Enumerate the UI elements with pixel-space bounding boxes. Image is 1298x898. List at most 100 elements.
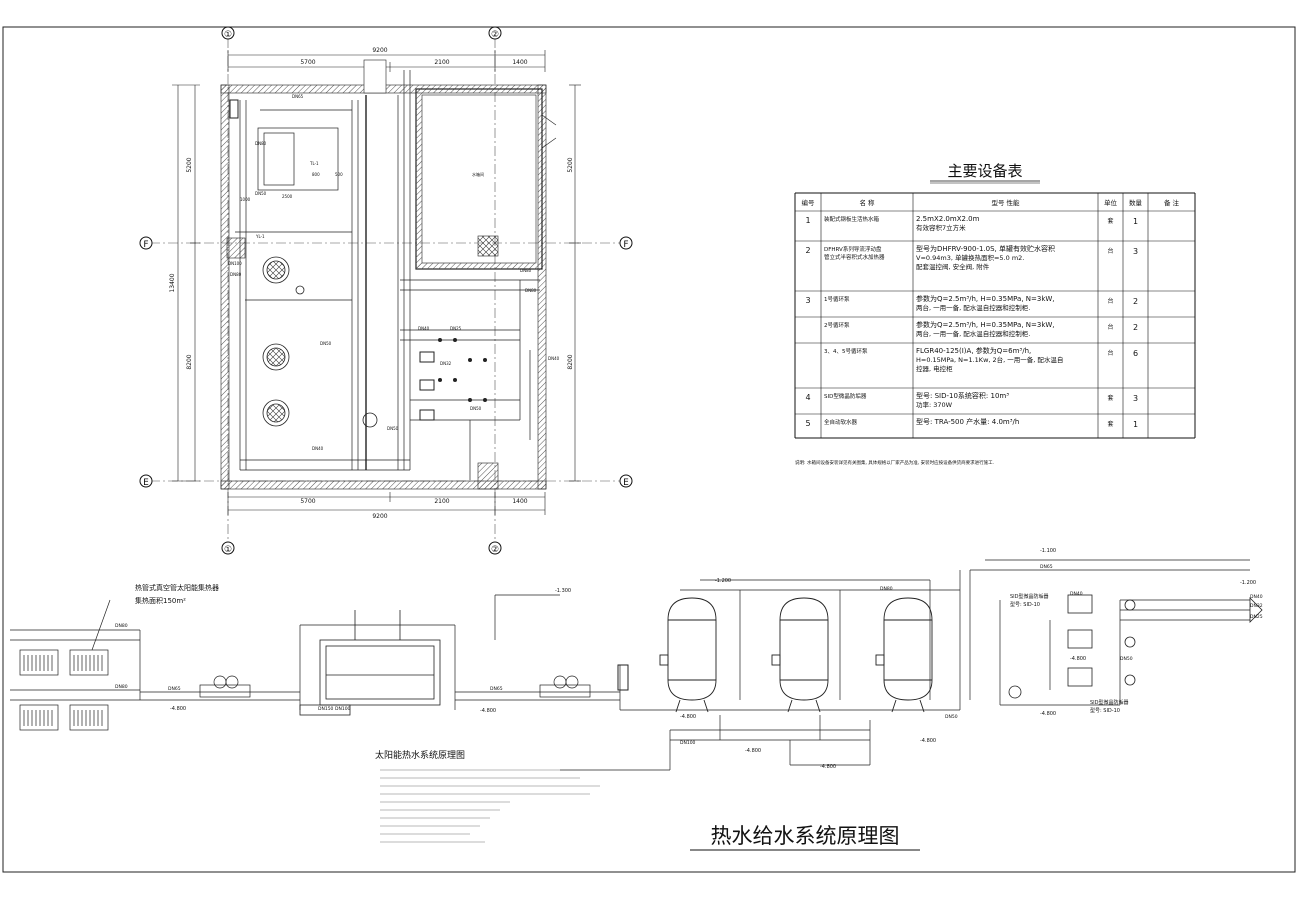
sid-label-1: SID型微晶防垢器: [1010, 593, 1049, 600]
tank-room-label: 水箱间: [472, 171, 484, 177]
svg-text:-4.800: -4.800: [170, 706, 186, 712]
svg-text:DN50: DN50: [387, 426, 399, 431]
svg-text:-4.800: -4.800: [480, 708, 496, 714]
table-row-spec: 参数为Q=2.5m³/h, H=0.35MPa, N=3kW,: [916, 320, 1055, 329]
svg-text:DN80: DN80: [255, 141, 267, 146]
plan-walls: [220, 59, 547, 490]
table-row-name: 装配式钢板生活热水箱: [824, 215, 880, 223]
svg-text:-1.100: -1.100: [1040, 548, 1056, 554]
plan-piping: [235, 70, 540, 480]
dim-top-3: 1400: [512, 59, 527, 66]
table-row-spec: 有效容积7立方米: [916, 223, 966, 232]
axis-bubble-1-bottom: ①: [221, 541, 235, 555]
dim-right-1: 5200: [567, 157, 574, 172]
table-row-no: 1: [805, 216, 810, 225]
table-row-spec: 型号: TRA-500 产水量: 4.0m³/h: [916, 417, 1019, 426]
table-row-spec: H=0.15MPa, N=1.1Kw, 2台, 一用一备, 配水温自: [916, 355, 1063, 364]
table-row-unit: 套: [1107, 394, 1113, 402]
svg-text:E: E: [623, 478, 629, 488]
svg-text:DN50: DN50: [1120, 656, 1133, 662]
svg-text:②: ②: [491, 30, 499, 40]
table-row-unit: 台: [1107, 247, 1113, 255]
svg-text:-1.300: -1.300: [555, 588, 571, 594]
softener-unit: [617, 664, 629, 691]
svg-text:E: E: [143, 478, 149, 488]
table-row-spec: V=0.94m3, 单罐换热面积=5.0 m2.: [916, 253, 1024, 262]
plan-valves: [229, 99, 487, 421]
dim-left-2: 8200: [186, 354, 193, 369]
dim-bottom-3: 1400: [512, 498, 527, 505]
svg-text:DN80: DN80: [230, 272, 242, 277]
solar-system-title: 太阳能热水系统原理图: [375, 749, 465, 761]
svg-text:DN80: DN80: [520, 268, 532, 273]
solar-storage-tank: [299, 610, 441, 716]
table-row-name: 3、4、5号循环泵: [824, 347, 868, 355]
schematic-pipe-labels: DN80 DN80 DN65 DN65 DN50 DN50 DN40 DN40 …: [115, 564, 1263, 746]
system-schematic: 热管式真空管太阳能集热器 集热面积150m²: [10, 548, 1263, 851]
water-heater-2: [771, 597, 829, 713]
table-row-no: 4: [805, 393, 810, 402]
sid-label-3: SID型微晶防垢器: [1090, 699, 1129, 706]
axis-bubble-f-right: F: [619, 236, 633, 250]
floor-plan: ① ② ① ② F F E E 9200 5700 2100 1400 5700…: [139, 26, 633, 555]
table-header-0: 编号: [802, 198, 816, 207]
svg-text:DN80: DN80: [115, 623, 128, 629]
svg-text:DN40: DN40: [1070, 591, 1083, 597]
svg-text:DN50: DN50: [945, 714, 958, 720]
svg-text:DN100: DN100: [680, 740, 696, 746]
water-heater-3: [875, 597, 933, 713]
water-heater-1: [659, 597, 717, 713]
table-row-name: 管立式半容积式水加热器: [824, 253, 885, 261]
dim-top-1: 5700: [300, 59, 315, 66]
table-row-qty: 6: [1133, 349, 1138, 358]
svg-text:DN50: DN50: [255, 191, 267, 196]
dim-total-bottom: 9200: [372, 513, 387, 520]
table-header-5: 备 注: [1164, 198, 1180, 207]
table-header-3: 单位: [1104, 198, 1118, 207]
table-row-unit: 套: [1107, 420, 1113, 428]
table-row-spec: FLGR40-125(I)A, 参数为Q=6m³/h,: [916, 346, 1031, 355]
dimension-top: [227, 50, 546, 72]
svg-text:-1.200: -1.200: [715, 578, 731, 584]
table-row-spec: 控器, 电控柜: [916, 364, 953, 373]
svg-text:DN32: DN32: [1250, 603, 1263, 609]
svg-text:DN32: DN32: [440, 361, 452, 366]
dim-left-1: 5200: [186, 157, 193, 172]
svg-text:DN25: DN25: [1250, 614, 1263, 620]
svg-text:-4.800: -4.800: [1040, 711, 1056, 717]
table-row-name: DFHRV系列导流浮动盘: [824, 245, 882, 253]
table-row-name: 2号循环泵: [824, 321, 850, 329]
svg-text:DN80: DN80: [115, 684, 128, 690]
table-row-name: SID型微晶防垢器: [824, 392, 867, 400]
svg-text:DN65: DN65: [1040, 564, 1053, 570]
sid-label-2: 型号: SID-10: [1010, 601, 1040, 608]
svg-text:DN80: DN80: [525, 288, 537, 293]
svg-text:500: 500: [335, 172, 343, 177]
svg-text:DN40: DN40: [418, 326, 430, 331]
table-row-unit: 台: [1107, 323, 1113, 331]
table-header-1: 名 称: [859, 198, 875, 207]
svg-text:DN40: DN40: [1250, 594, 1263, 600]
plan-heaters: [262, 256, 378, 428]
table-row-spec: 参数为Q=2.5m³/h, H=0.35MPa, N=3kW,: [916, 294, 1055, 303]
collector-label: 热管式真空管太阳能集热器: [135, 583, 219, 592]
tank-room: 水箱间: [415, 88, 557, 270]
table-row-spec: 2.5mX2.0mX2.0m: [916, 215, 980, 223]
dimension-bottom: [227, 492, 546, 515]
table-row-no: 5: [805, 419, 810, 428]
svg-text:DN80: DN80: [880, 586, 893, 592]
svg-text:DN50: DN50: [470, 406, 482, 411]
table-row-no: 3: [805, 296, 810, 305]
table-row-unit: 套: [1107, 217, 1113, 225]
axis-bubble-f-left: F: [139, 236, 153, 250]
svg-text:DN100: DN100: [228, 261, 242, 266]
table-title: 主要设备表: [947, 162, 1022, 180]
svg-text:F: F: [623, 240, 628, 250]
notes-block: [380, 769, 600, 843]
axis-bubble-2-bottom: ②: [488, 541, 502, 555]
svg-text:①: ①: [224, 30, 232, 40]
svg-text:F: F: [143, 240, 148, 250]
svg-text:800: 800: [312, 172, 320, 177]
dim-total-top: 9200: [372, 47, 387, 54]
